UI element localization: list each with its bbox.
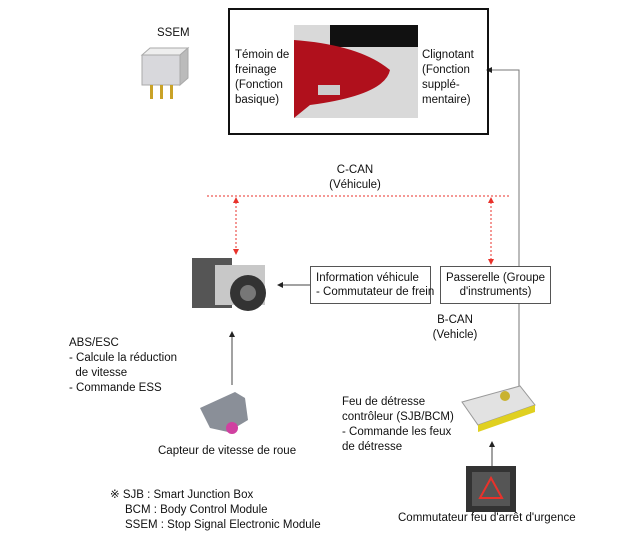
text-line: freinage [235,64,277,76]
text-line: Témoin de [235,49,290,61]
wheel-sensor-label: Capteur de vitesse de roue [158,445,297,457]
hazard-switch-label: Commutateur feu d'arrêt d'urgence [398,512,576,524]
lamp-right-text: Clignotant (Fonction supplé-mentaire) [422,48,474,108]
text-line: Information véhicule [316,272,419,284]
text-line: de détresse [342,441,403,453]
text-line: (Fonction [422,64,470,76]
info-box: Information véhicule - Commutateur de fr… [310,266,435,304]
text-line: ※ SJB : Smart Junction Box [110,489,254,501]
abs-text: ABS/ESC - Calcule la réduction de vitesse… [69,306,177,411]
text-line: mentaire) [422,94,471,106]
ssem-relay-image [140,46,190,99]
text-line: BCM : Body Control Module [125,504,268,516]
controller-text: Feu de détresse contrôleur (SJB/BCM) - Com… [342,395,454,455]
text-line: Passerelle (Groupe [445,272,546,284]
text-line: contrôleur (SJB/BCM) [342,411,454,423]
c-can-label: C-CAN (Véhicule) [315,163,395,193]
footnote: ※ SJB : Smart Junction Box BCM : Body Co… [110,488,321,533]
text-line: C-CAN [336,164,374,176]
text-line: de vitesse [69,367,128,379]
gateway-to-lamp-line [486,67,520,266]
text-line: (Vehicle) [432,329,478,341]
abs-module-image [192,258,266,311]
text-line: B-CAN [437,314,473,326]
text-line: SSEM : Stop Signal Electronic Module [125,519,321,531]
text-line: - Commande ESS [69,382,162,394]
lamp-left-text: Témoin de freinage (Fonction basique) [235,48,289,108]
b-can-label: B-CAN (Vehicle) [415,313,495,343]
text-line: (Véhicule) [329,179,381,191]
text-line: (Fonction [235,79,283,91]
tail-lamp-image [294,25,418,118]
text-line: ABS/ESC [69,337,119,349]
hazard-switch-image [466,466,516,512]
text-line: basique) [235,94,280,106]
text-line: supplé- [422,79,460,91]
text-line: Clignotant [422,49,474,61]
text-line: - Commutateur de frein [316,286,435,298]
text-line: Feu de détresse [342,396,426,408]
text-line: - Calcule la réduction [69,352,178,364]
ssem-label: SSEM [157,27,190,39]
lamp-box [228,8,489,135]
wheel-speed-sensor-image [200,392,248,434]
gateway-box: Passerelle (Groupe d'instruments) [440,266,551,304]
text-line: - Commande les feux [342,426,452,438]
text-line: d'instruments) [459,286,532,298]
sjb-bcm-image [461,385,536,432]
